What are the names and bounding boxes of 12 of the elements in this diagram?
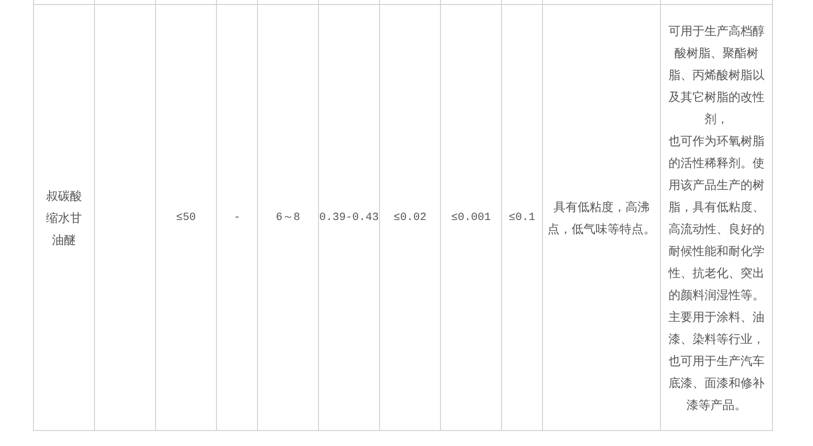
application-paragraph: 也可作为环氧树脂的活性稀释剂。使用该产品生产的树脂，具有低粘度、高流动性、良好的耐候性能和耐化学性、抗老化、突出的颜料润湿性等。 bbox=[667, 132, 766, 304]
product-name: 叔碳酸缩水甘油醚 bbox=[45, 188, 83, 248]
application-paragraph: 主要用于涂料、油漆、染料等行业，也可用于生产汽车底漆、面漆和修补漆等产品。 bbox=[668, 308, 766, 414]
spec-value: 0.39-0.43 bbox=[319, 210, 379, 226]
spec-value: ≤50 bbox=[176, 210, 196, 226]
feature-text: 具有低粘度，高沸点，低气味等特点。 bbox=[546, 198, 656, 238]
spec-value: ≤0.001 bbox=[451, 210, 491, 226]
spec-value: 6～8 bbox=[276, 210, 300, 226]
spec-value: - bbox=[234, 210, 240, 226]
application-paragraph: 可用于生产高档醇酸树脂、聚酯树脂、丙烯酸树脂以及其它树脂的改性剂， bbox=[668, 22, 766, 128]
spec-value: ≤0.1 bbox=[508, 210, 536, 226]
spec-value: ≤0.02 bbox=[393, 210, 426, 226]
